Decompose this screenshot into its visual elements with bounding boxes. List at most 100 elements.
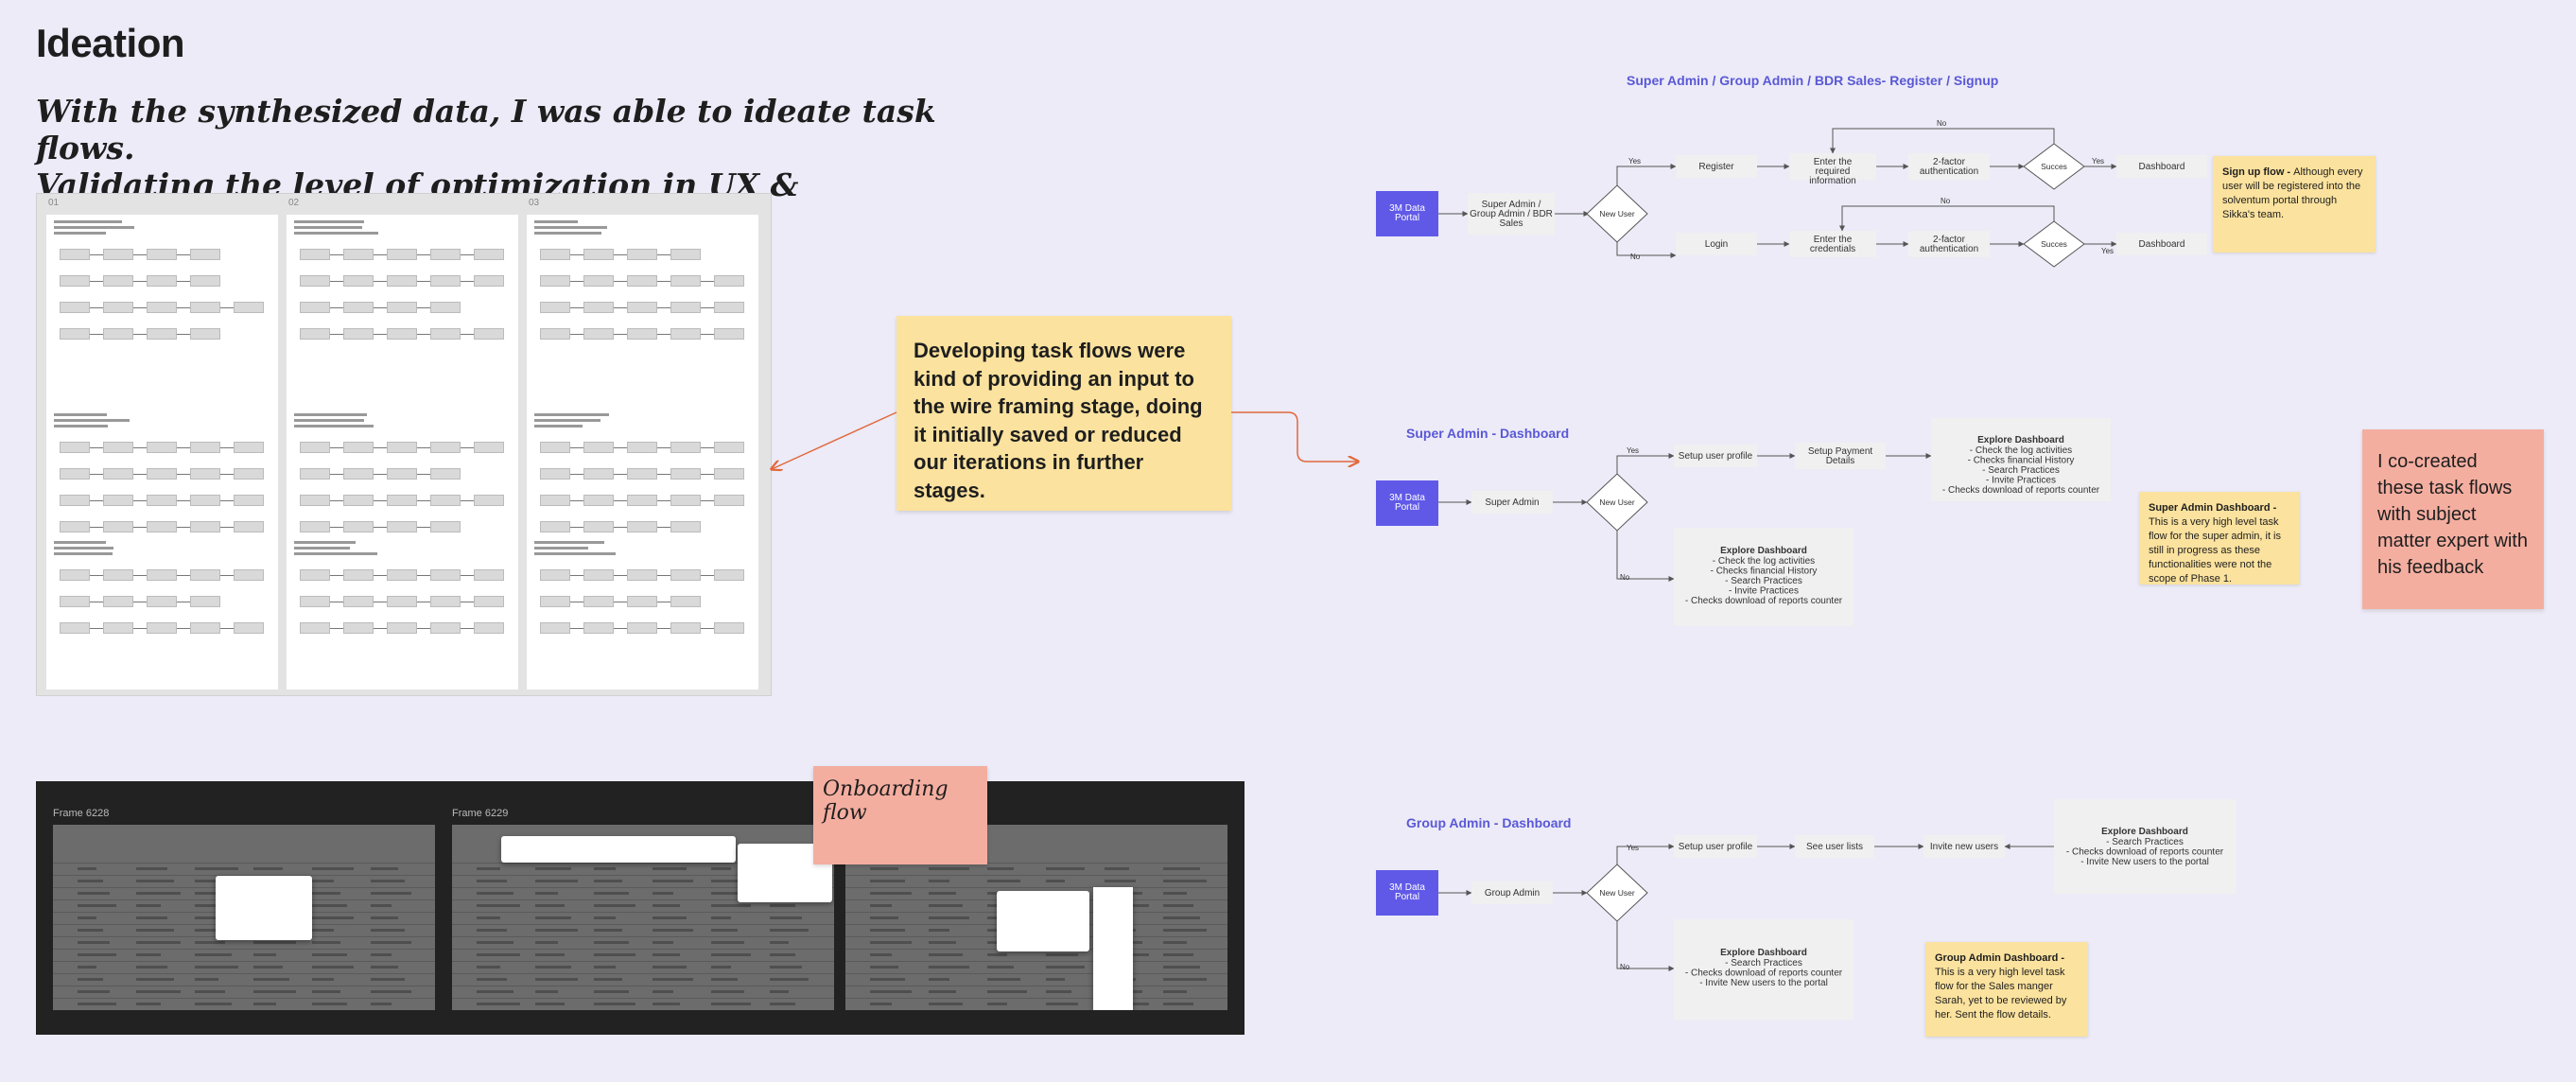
frame-table-cell: [929, 916, 969, 919]
thumb-node: [60, 249, 90, 260]
frame-table-cell: [711, 966, 731, 969]
flow2-role-node: [1471, 491, 1553, 514]
frame-table-row: [452, 961, 834, 962]
thumb-edge: [657, 575, 670, 576]
onboarding-modal[interactable]: [997, 891, 1089, 951]
thumb-node: [430, 275, 461, 287]
signup-flow-note[interactable]: Sign up flow - Although every user will …: [2213, 156, 2376, 253]
thumb-node: [387, 249, 417, 260]
frame-table-row: [53, 949, 435, 950]
thumb-edge: [90, 575, 103, 576]
flow3-explore-yes-text: Explore Dashboard- Search Practices- Che…: [2066, 827, 2224, 867]
flow3-see-lists-node: [1795, 835, 1874, 858]
thumb-node: [430, 622, 461, 634]
thumb-node: [234, 622, 264, 634]
frame-table-cell: [711, 880, 738, 882]
thumb-node: [147, 249, 177, 260]
frame-table-row: [845, 998, 1227, 999]
onboarding-side-panel[interactable]: [1093, 887, 1133, 1010]
thumb-edge: [330, 500, 343, 501]
thumb-caption: [294, 552, 378, 555]
task-flows-sticky-note[interactable]: Developing task flows were kind of provi…: [896, 316, 1231, 511]
flow2-explore-no-node: [1674, 528, 1854, 626]
thumb-node: [474, 328, 504, 340]
frame-table-cell: [136, 953, 161, 956]
frame-6228[interactable]: [53, 825, 435, 1010]
thumb-caption: [534, 419, 601, 422]
onboarding-flow-sticky-note[interactable]: Onboarding flow: [813, 766, 987, 864]
thumb-caption: [54, 552, 113, 555]
frame-table-cell: [770, 966, 802, 969]
connector-to-flows: [1231, 411, 1358, 462]
frame-table-cell: [711, 978, 738, 981]
frame-table-cell: [711, 867, 731, 870]
thumb-edge: [614, 527, 627, 528]
thumb-edge: [701, 447, 714, 448]
thumb-node: [540, 249, 570, 260]
frame-table-cell: [312, 904, 347, 907]
frame-table-cell: [1046, 880, 1065, 882]
flow1-dashboard-label: Dashboard: [2139, 162, 2185, 172]
frame-table-cell: [870, 916, 898, 919]
frame-table-cell: [535, 953, 565, 956]
thumb-node: [103, 596, 133, 607]
flow3-explore-yes-item: - Search Practices: [2106, 837, 2184, 847]
super-admin-dashboard-note[interactable]: Super Admin Dashboard - This is a very h…: [2139, 492, 2300, 585]
thumb-node: [627, 302, 657, 313]
onboarding-modal[interactable]: [216, 876, 312, 940]
thumb-node: [540, 468, 570, 480]
thumb-node: [583, 495, 614, 506]
thumb-edge: [614, 254, 627, 255]
thumb-node: [300, 495, 330, 506]
frame-table-cell: [535, 990, 558, 993]
frame-table-cell: [535, 1003, 565, 1005]
frame-table-row: [845, 973, 1227, 974]
frame-table-cell: [594, 1003, 635, 1005]
thumb-caption: [294, 425, 374, 428]
thumb-node: [300, 328, 330, 340]
group-admin-dashboard-note[interactable]: Group Admin Dashboard - This is a very h…: [1925, 942, 2088, 1037]
thumb-node: [387, 328, 417, 340]
frame-table-cell: [371, 953, 392, 956]
thumb-node: [190, 328, 220, 340]
frame-table-cell: [929, 1003, 963, 1005]
thumb-panel-01: [46, 215, 278, 689]
flow2-explore-yes-item: - Check the log activities: [1970, 445, 2072, 456]
frame-6229[interactable]: [452, 825, 834, 1010]
thumb-edge: [374, 281, 387, 282]
flow3-yes-label: Yes: [1627, 844, 1639, 852]
thumb-edge: [177, 628, 190, 629]
onboarding-dropdown[interactable]: [501, 836, 736, 863]
frame-table-cell: [195, 990, 225, 993]
frame-table-cell: [711, 1003, 751, 1005]
frame-table-cell: [929, 867, 969, 870]
flow2-explore-yes-item: - Invite Practices: [1986, 476, 2056, 486]
thumb-edge: [374, 527, 387, 528]
frame-table-cell: [535, 941, 558, 944]
flow3-explore-no-title: Explore Dashboard: [1720, 948, 1807, 958]
thumb-node: [387, 596, 417, 607]
frame-table-cell: [711, 990, 744, 993]
thumb-edge: [374, 474, 387, 475]
task-flow-thumbnails[interactable]: 01 02 03: [36, 193, 772, 696]
connector-to-thumbnails: [772, 411, 897, 469]
thumb-node: [387, 275, 417, 287]
co-created-sticky-note[interactable]: I co-created these task flows with subje…: [2362, 429, 2544, 609]
thumb-node: [190, 495, 220, 506]
frame-table-row: [53, 998, 435, 999]
frame-table-cell: [312, 867, 354, 870]
frame-table-cell: [929, 941, 956, 944]
thumb-node: [540, 569, 570, 581]
thumb-node: [60, 442, 90, 453]
thumb-node: [103, 275, 133, 287]
flow3-setup-profile-label: Setup user profile: [1679, 842, 1753, 852]
flow1-success-yes: Yes: [2092, 157, 2104, 166]
thumb-edge: [614, 575, 627, 576]
frame-table-cell: [770, 916, 802, 919]
thumb-node: [300, 302, 330, 313]
